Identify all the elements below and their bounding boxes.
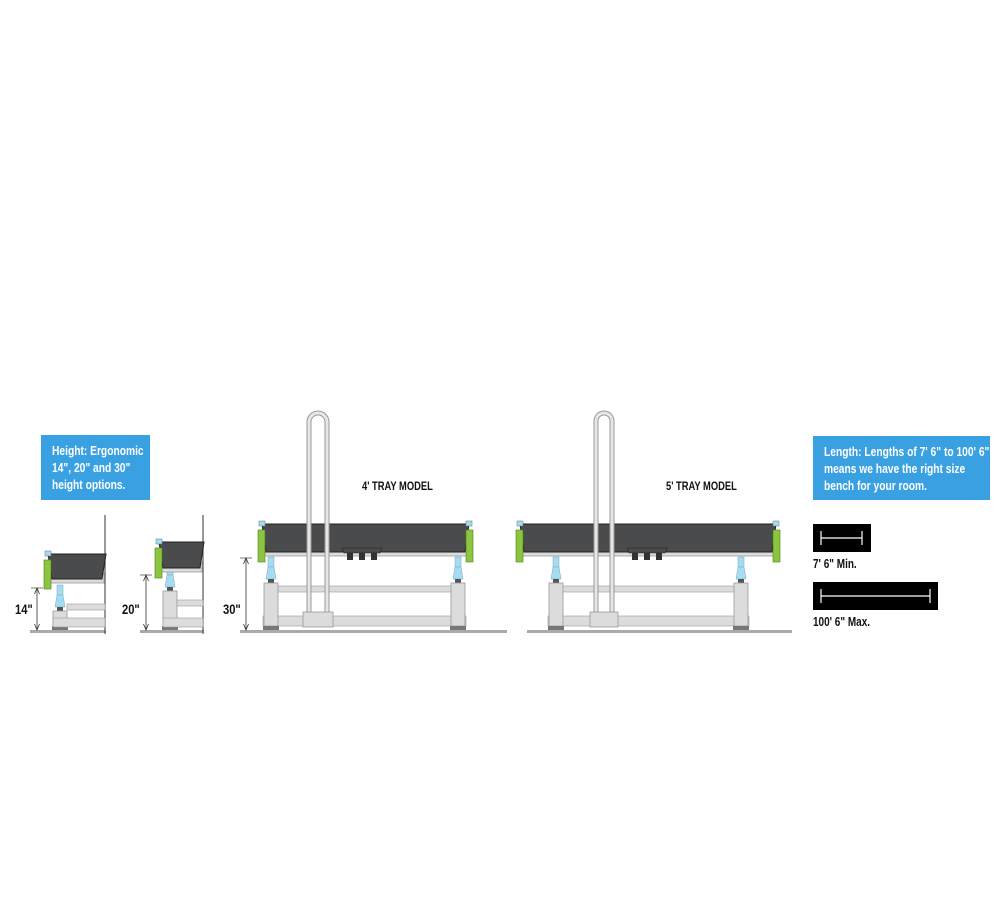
dimension-arrow-up [143, 573, 149, 582]
floor-line [140, 630, 204, 633]
leg-caster [548, 626, 564, 630]
model-label-4ft: 4' TRAY MODEL [362, 480, 433, 493]
leg-caster [450, 626, 466, 630]
drain-fitting [347, 552, 353, 560]
height-callout-line-2: 14", 20" and 30" [52, 462, 130, 475]
height-label-20: 20" [122, 602, 140, 617]
cross-bar [66, 603, 106, 611]
leg-adjuster [454, 556, 462, 568]
drain-fitting [359, 552, 365, 560]
tray-green-end-left [515, 529, 524, 563]
tray-clip-left [516, 520, 524, 527]
handle-base-plate [589, 611, 619, 628]
tray-green-end-left [257, 529, 266, 563]
height-label-14: 14" [15, 602, 33, 617]
leg-nut [455, 579, 461, 583]
bench-20in [140, 515, 205, 634]
drain-fitting [632, 552, 638, 560]
height-callout-box [41, 435, 150, 500]
drain-fitting [371, 552, 377, 560]
leg-foot-cone [735, 566, 747, 580]
leg-caster [52, 626, 68, 630]
tray-clip-right [465, 520, 473, 527]
height-callout-line-1: Height: Ergonomic [52, 445, 144, 458]
drain-sump [626, 547, 668, 554]
model-label-5ft: 5' TRAY MODEL [666, 480, 737, 493]
tray-clip-left [44, 550, 52, 557]
bench-5ft [515, 410, 792, 633]
leg-adjuster [267, 556, 275, 568]
leg-adjuster [56, 584, 64, 596]
tray-green-end-left [154, 547, 163, 579]
tray-green-end-left [43, 559, 52, 590]
tray-clip-right [772, 520, 780, 527]
dimension-arrow-up [34, 586, 40, 595]
height-label-30: 30" [223, 602, 241, 617]
drain-sump [341, 547, 383, 554]
bench-4ft-30in [240, 410, 507, 633]
base-bar [262, 615, 467, 627]
tray-clip-left [155, 538, 163, 545]
bench-14in [30, 515, 107, 634]
leg-foot-cone [164, 574, 176, 588]
tray-clip-left [258, 520, 266, 527]
base-bar [162, 617, 204, 628]
leg-nut [553, 579, 559, 583]
floor-line [30, 630, 106, 633]
leg-post [450, 582, 466, 627]
leg-foot-cone [54, 594, 66, 608]
cross-bar [555, 585, 742, 593]
tray-green-end-right [465, 529, 474, 563]
lift-handle [307, 411, 329, 622]
length-min-label: 7' 6" Min. [813, 558, 857, 571]
leg-post [263, 582, 279, 627]
leg-post [548, 582, 564, 627]
grow-tray [47, 553, 107, 580]
height-callout: Height: Ergonomic 14", 20" and 30" heigh… [41, 435, 150, 500]
height-callout-line-3: height options. [52, 479, 125, 492]
floor-line [527, 630, 792, 633]
leg-nut [738, 579, 744, 583]
length-callout-line-2: means we have the right size [824, 463, 965, 476]
base-bar [52, 617, 106, 628]
floor-line [240, 630, 507, 633]
leg-caster [162, 626, 178, 630]
leg-post [733, 582, 749, 627]
leg-adjuster [737, 556, 745, 568]
drain-fitting [644, 552, 650, 560]
dimension-arrow-down [34, 623, 40, 632]
lift-handle [594, 411, 614, 622]
dimension-arrow-down [143, 623, 149, 632]
length-callout-box [813, 436, 990, 500]
leg-nut [167, 587, 173, 591]
handle-base-plate [302, 611, 334, 628]
drain-fitting [656, 552, 662, 560]
leg-caster [733, 626, 749, 630]
grow-tray [158, 541, 205, 569]
length-max-indicator: 100' 6" Max. [813, 582, 938, 629]
length-callout-line-3: bench for your room. [824, 480, 927, 493]
length-max-label: 100' 6" Max. [813, 616, 870, 629]
dimension-arrow-up [243, 556, 249, 565]
cross-bar [176, 599, 204, 607]
length-callout-line-1: Length: Lengths of 7' 6" to 100' 6" [824, 446, 989, 459]
length-callout: Length: Lengths of 7' 6" to 100' 6" mean… [813, 436, 990, 500]
length-min-indicator: 7' 6" Min. [813, 524, 871, 571]
base-bar [547, 615, 750, 627]
leg-foot-cone [550, 566, 562, 580]
leg-foot-cone [265, 566, 277, 580]
leg-foot-cone [452, 566, 464, 580]
dimension-arrow-down [243, 623, 249, 632]
tray-green-end-right [772, 529, 781, 563]
leg-nut [268, 579, 274, 583]
leg-nut [57, 607, 63, 611]
bench-drawings [30, 410, 792, 634]
cross-bar [270, 585, 459, 593]
leg-caster [263, 626, 279, 630]
leg-adjuster [552, 556, 560, 568]
